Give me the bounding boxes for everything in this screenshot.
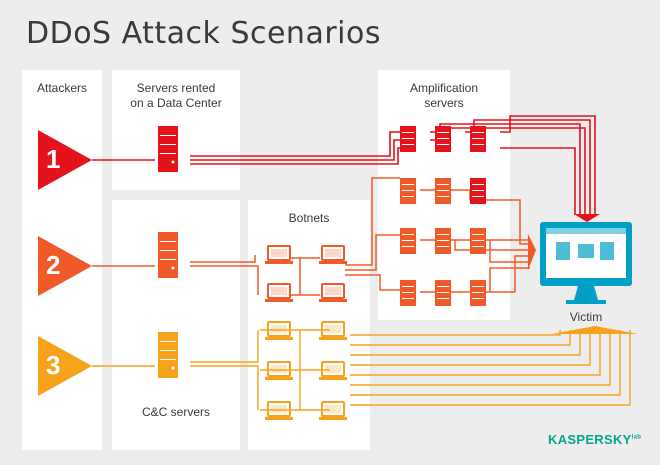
victim-monitor-icon xyxy=(540,222,632,304)
amp-server-icon xyxy=(470,178,486,204)
servers-rented-label: Servers rented xyxy=(136,81,216,95)
cc-server-icon-3 xyxy=(158,332,178,378)
amp-server-icon xyxy=(400,126,416,152)
amp-server-icon xyxy=(435,126,451,152)
amp-server-icon xyxy=(470,280,486,306)
victim-label: Victim xyxy=(569,310,603,324)
scenario-number-1: 1 xyxy=(46,144,61,174)
logo-text: KASPERSKY xyxy=(548,432,632,447)
datacenter-server-icon xyxy=(158,126,178,172)
amp-server-icon xyxy=(400,228,416,254)
amp-server-icon xyxy=(470,228,486,254)
scenario3-connections xyxy=(190,329,631,411)
amp-server-icon xyxy=(400,178,416,204)
scenario2-arrowheads xyxy=(528,234,536,270)
logo-sub: lab xyxy=(631,434,642,441)
amplification-label: Amplification xyxy=(409,81,479,95)
scenario2-connections xyxy=(190,177,530,296)
botnets-panel xyxy=(248,200,370,450)
amp-server-icon xyxy=(435,228,451,254)
servers-rented-label-2: on a Data Center xyxy=(130,96,222,110)
scenario-number-3: 3 xyxy=(46,350,61,380)
amp-server-icon xyxy=(435,178,451,204)
attacker-triangle-2 xyxy=(38,236,92,296)
attacker-triangle-3 xyxy=(38,336,92,396)
amp-server-icon xyxy=(470,126,486,152)
attacker-triangle-1 xyxy=(38,130,92,190)
cc-servers-label: C&C servers xyxy=(141,405,210,419)
amp-server-icon xyxy=(435,280,451,306)
page-title: DDoS Attack Scenarios xyxy=(26,16,381,51)
cc-server-icon-2 xyxy=(158,232,178,278)
scenario-number-2: 2 xyxy=(46,250,61,280)
botnets-label: Botnets xyxy=(288,211,330,225)
scenario1-arrowheads xyxy=(574,214,600,222)
amplification-label-2: servers xyxy=(424,96,464,110)
scenario3-arrowheads xyxy=(552,326,638,334)
kaspersky-logo: KASPERSKYlab xyxy=(548,432,641,447)
attackers-label: Attackers xyxy=(36,81,87,95)
amp-server-icon xyxy=(400,280,416,306)
